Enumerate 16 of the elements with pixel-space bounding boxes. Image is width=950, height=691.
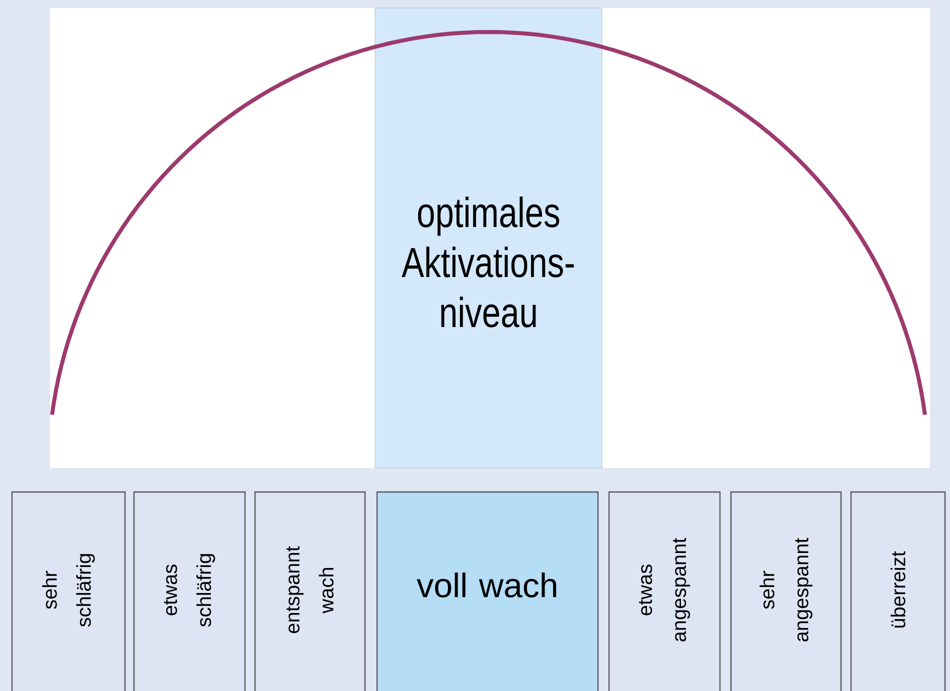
state-label: sehr angespannt [760,538,812,642]
state-label: etwas angespannt [638,538,690,642]
state-box [254,491,366,691]
state-box [730,491,842,691]
state-box [850,491,946,691]
state-box [11,491,126,691]
state-box [376,491,599,691]
state-label: voll wach [416,572,556,598]
band-label: optimales Aktivations-niveau [402,196,574,328]
state-box [608,491,721,691]
state-label: überreizt [890,551,906,628]
state-label: etwas schläfrig [164,554,216,627]
optimal-band [374,8,602,468]
state-label: entspannt wach [286,546,334,634]
state-box [133,491,246,691]
state-label: sehr schläfrig [42,554,95,627]
